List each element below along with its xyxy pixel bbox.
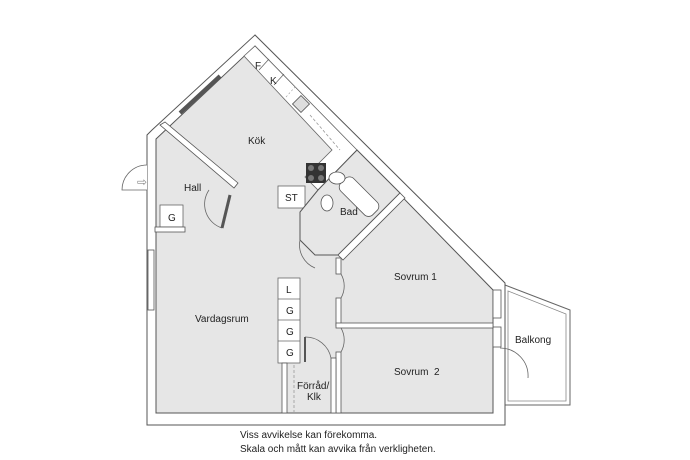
bedroom2-window bbox=[492, 326, 502, 348]
balcony-label: Balkong bbox=[515, 335, 551, 346]
storage-label-line1: Förråd/ bbox=[297, 380, 329, 392]
storage-wall-right bbox=[330, 357, 337, 414]
bathroom-door-swing bbox=[299, 239, 316, 269]
kitchen-window bbox=[178, 74, 222, 115]
bedroom-divider-wall bbox=[335, 322, 494, 329]
living-window bbox=[147, 249, 155, 311]
storage-wall-left bbox=[281, 362, 288, 414]
hall-door-swing bbox=[204, 189, 223, 229]
closet-linen-label: L bbox=[286, 285, 292, 296]
bedroom2-door-swing bbox=[340, 327, 345, 353]
entrance-arrow-icon: ⇨ bbox=[137, 175, 147, 189]
closet-1-label: G bbox=[286, 306, 294, 317]
bathroom-label: Bad bbox=[340, 207, 358, 218]
closet-3-label: G bbox=[286, 348, 294, 359]
bedroom1-window bbox=[492, 289, 502, 319]
freezer-label: K bbox=[270, 76, 277, 87]
laundry-cabinet-label: ST bbox=[285, 193, 298, 204]
balcony-door-swing bbox=[499, 347, 529, 379]
bedroom1-door-swing bbox=[340, 273, 345, 299]
bedroom2-left-wall bbox=[335, 351, 342, 414]
bathroom-floor bbox=[299, 149, 401, 256]
sink-icon bbox=[291, 94, 311, 114]
bedroom1-label: Sovrum 1 bbox=[394, 272, 437, 283]
entrance-door-swing bbox=[121, 164, 148, 191]
kitchen-label: Kök bbox=[248, 136, 266, 147]
hall-kitchen-wall bbox=[159, 121, 239, 189]
disclaimer-line2: Skala och mått kan avvika från verklighe… bbox=[240, 444, 436, 455]
toilet-icon bbox=[320, 194, 334, 212]
living-room-label: Vardagsrum bbox=[195, 314, 249, 325]
storage-label-line2: Klk bbox=[307, 392, 322, 403]
fridge-label: F bbox=[255, 61, 261, 72]
laundry-cabinet bbox=[277, 185, 306, 209]
hall-wardrobe-label: G bbox=[168, 213, 176, 224]
storage-door-swing bbox=[304, 336, 332, 359]
hall-label: Hall bbox=[184, 183, 201, 194]
closet-2-label: G bbox=[286, 327, 294, 338]
bedroom1-left-wall bbox=[335, 257, 342, 275]
balcony-inner bbox=[507, 290, 567, 402]
bedroom2-label: Sovrum 2 bbox=[394, 367, 440, 378]
washbasin-icon bbox=[328, 171, 346, 185]
disclaimer-line1: Viss avvikelse kan förekomma. bbox=[240, 430, 378, 441]
